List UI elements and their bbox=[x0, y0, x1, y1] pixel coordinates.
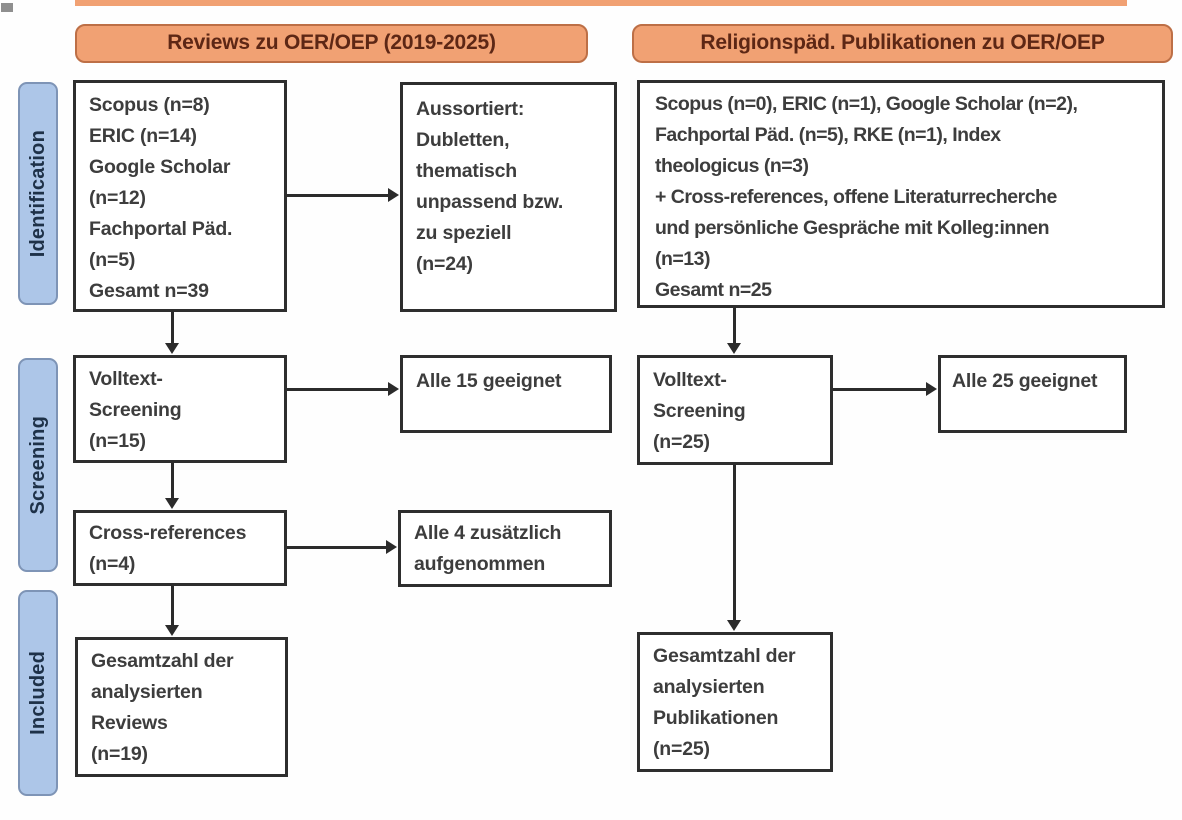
arrow-right-fulltext-to-result bbox=[833, 382, 937, 396]
left-included-total-box: Gesamtzahl der analysierten Reviews (n=1… bbox=[75, 637, 288, 777]
arrow-left-fulltext-to-result bbox=[287, 382, 399, 396]
arrow-right-fulltext-to-total bbox=[727, 465, 741, 631]
right-fulltext-result-box: Alle 25 geeignet bbox=[938, 355, 1127, 433]
cropped-top-strip bbox=[75, 0, 1127, 6]
stage-tab-included: Included bbox=[18, 590, 58, 796]
stage-tab-identification: Identification bbox=[18, 82, 58, 305]
stage-tab-screening: Screening bbox=[18, 358, 58, 572]
stage-tab-included-label: Included bbox=[26, 651, 49, 735]
column-header-reviews: Reviews zu OER/OEP (2019-2025) bbox=[75, 24, 588, 63]
arrow-left-fulltext-to-crossref bbox=[165, 463, 179, 509]
left-fulltext-screening-box: Volltext- Screening (n=15) bbox=[73, 355, 287, 463]
arrow-left-crossref-to-result bbox=[287, 540, 397, 554]
left-crossref-box: Cross-references (n=4) bbox=[73, 510, 287, 586]
right-included-total-box: Gesamtzahl der analysierten Publikatione… bbox=[637, 632, 833, 772]
left-crossref-result-box: Alle 4 zusätzlich aufgenommen bbox=[398, 510, 612, 587]
left-fulltext-result-box: Alle 15 geeignet bbox=[400, 355, 612, 433]
stage-tab-identification-label: Identification bbox=[26, 129, 49, 258]
arrow-left-sources-to-excluded bbox=[287, 188, 399, 202]
right-sources-box: Scopus (n=0), ERIC (n=1), Google Scholar… bbox=[637, 80, 1165, 308]
left-excluded-box: Aussortiert: Dubletten, thematisch unpas… bbox=[400, 82, 617, 312]
right-fulltext-screening-box: Volltext- Screening (n=25) bbox=[637, 355, 833, 465]
column-header-religionspaed: Religionspäd. Publikationen zu OER/OEP bbox=[632, 24, 1173, 63]
arrow-left-crossref-to-total bbox=[165, 586, 179, 636]
corner-artifact bbox=[1, 3, 13, 12]
stage-tab-screening-label: Screening bbox=[26, 415, 49, 515]
arrow-left-sources-to-fulltext bbox=[165, 312, 179, 354]
arrow-right-sources-to-fulltext bbox=[727, 308, 741, 354]
left-sources-box: Scopus (n=8) ERIC (n=14) Google Scholar … bbox=[73, 80, 287, 312]
